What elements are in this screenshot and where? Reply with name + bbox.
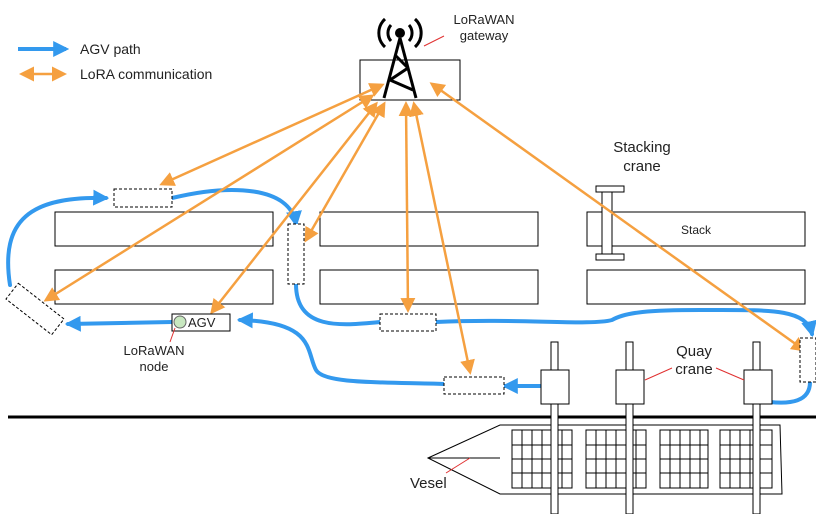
lorawan-gateway: LoRaWAN gateway <box>359 12 515 101</box>
lora-link-top-vehicle <box>159 83 385 186</box>
legend-agv-path-label: AGV path <box>80 41 141 57</box>
vehicle-vertical <box>287 223 305 285</box>
agv-path-middle-right <box>434 307 816 338</box>
vehicles <box>5 188 816 395</box>
gateway-label-pointer <box>423 35 445 47</box>
stacking-crane-top-rail <box>595 185 625 193</box>
storage-block-right-bottom <box>586 269 806 305</box>
agv-with-node: AGV LoRaWAN node <box>124 313 231 374</box>
quay-crane-pointer-left <box>644 367 673 381</box>
quay-crane-pointer-right <box>715 367 745 381</box>
legend-lora-label: LoRA communication <box>80 66 212 82</box>
vehicle-top <box>113 188 173 208</box>
agv-box <box>171 313 231 332</box>
lorawan-node-dot <box>173 315 187 329</box>
vehicle-center <box>379 313 437 332</box>
lora-links <box>43 82 807 375</box>
stack-label: Stack <box>681 223 712 237</box>
storage-block-center-bottom <box>319 269 539 305</box>
gateway-label-line1: LoRaWAN <box>454 12 515 27</box>
vessel: Vesel <box>410 424 783 495</box>
stacking-crane-label-line1: Stacking <box>613 139 671 156</box>
stacking-crane-label-line2: crane <box>623 158 661 175</box>
storage-block-center-top <box>319 211 539 247</box>
vehicle-left-tilted <box>5 282 65 336</box>
quay-crane-label-line2: crane <box>675 361 713 378</box>
gateway-label-line2: gateway <box>460 28 509 43</box>
storage-block-left-top <box>54 211 274 247</box>
lora-link-center-vehicle <box>398 101 416 313</box>
vehicle-right <box>799 337 816 383</box>
agv-path-right-return <box>768 380 812 405</box>
vessel-label-pointer <box>445 457 471 474</box>
legend: AGV path LoRA communication <box>18 41 212 82</box>
stacking-crane-beam <box>601 189 613 259</box>
quay-cranes <box>540 341 773 514</box>
node-label-line2: node <box>140 359 169 374</box>
agv-path-agv-to-left <box>64 315 174 332</box>
agv-label: AGV <box>188 315 216 330</box>
quay-crane-label-line1: Quay <box>676 343 712 360</box>
vessel-label: Vesel <box>410 475 447 492</box>
node-label-line1: LoRaWAN <box>124 343 185 358</box>
lora-link-right-vehicle <box>429 82 807 352</box>
vehicle-bottom <box>443 376 505 395</box>
stacking-crane-bottom-rail <box>595 253 625 261</box>
vessel-containers <box>511 429 773 489</box>
agv-path-bottom-to-agv <box>236 312 446 386</box>
quay-crane-3 <box>743 341 773 514</box>
node-label-pointer <box>169 327 176 343</box>
antenna-tower-icon <box>377 17 423 99</box>
lora-link-vertical-vehicle <box>304 101 386 243</box>
